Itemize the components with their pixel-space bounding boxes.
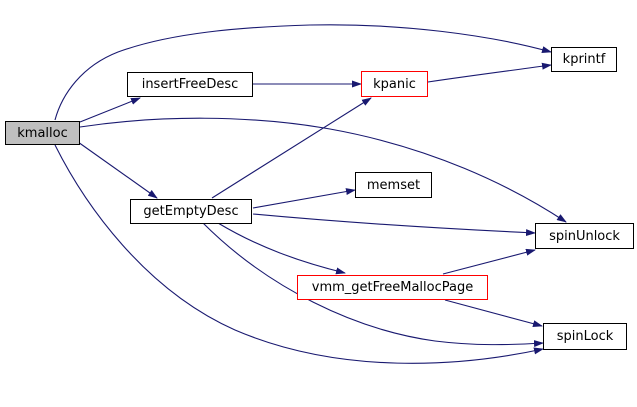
node-kmalloc: kmalloc <box>5 121 80 145</box>
edge-getEmptyDesc-to-spinUnlock <box>252 213 536 237</box>
edge-getEmptyDesc-to-vmm_getFreeMallocPage <box>217 222 346 275</box>
edge-kmalloc-to-spinUnlock <box>79 117 567 223</box>
edge-getEmptyDesc-to-kpanic <box>211 97 372 199</box>
node-spinLock[interactable]: spinLock <box>543 323 627 350</box>
edge-kpanic-to-kprintf <box>427 62 552 83</box>
node-insertFreeDesc[interactable]: insertFreeDesc <box>127 72 253 97</box>
edge-vmm_getFreeMallocPage-to-spinUnlock <box>442 248 536 275</box>
node-kprintf[interactable]: kprintf <box>551 47 617 72</box>
edge-kmalloc-to-insertFreeDesc <box>79 97 141 123</box>
edge-kmalloc-to-spinLock <box>54 144 544 364</box>
edge-kmalloc-to-getEmptyDesc <box>77 141 158 199</box>
node-kpanic[interactable]: kpanic <box>361 71 428 97</box>
edge-kmalloc-to-kprintf <box>54 24 552 121</box>
node-vmm_getFreeMallocPage[interactable]: vmm_getFreeMallocPage <box>297 275 488 300</box>
node-memset[interactable]: memset <box>355 172 432 198</box>
edge-vmm_getFreeMallocPage-to-spinLock <box>444 299 543 328</box>
node-spinUnlock[interactable]: spinUnlock <box>535 223 634 249</box>
edge-getEmptyDesc-to-spinLock <box>202 222 544 348</box>
edge-getEmptyDesc-to-memset <box>252 188 356 209</box>
node-getEmptyDesc[interactable]: getEmptyDesc <box>130 199 252 224</box>
